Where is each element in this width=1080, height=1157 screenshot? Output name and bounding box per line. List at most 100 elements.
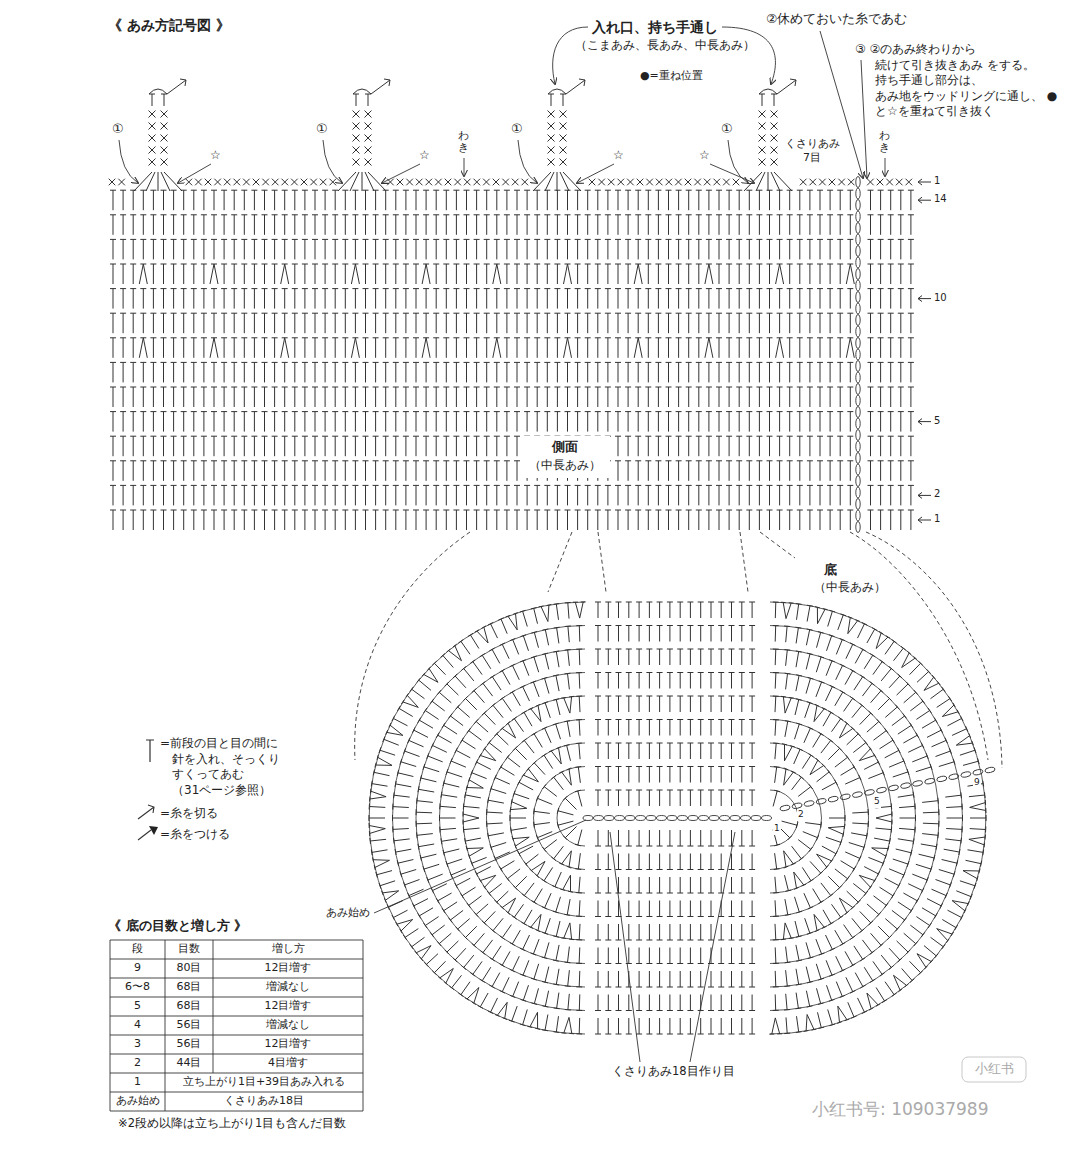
chain-stitch <box>856 303 860 314</box>
callout-number: ① <box>112 121 124 138</box>
table-cell: 4 <box>110 1016 165 1035</box>
table-grid <box>110 940 363 1111</box>
table-cell: 2 <box>110 1054 165 1073</box>
chain-stitch <box>594 816 604 821</box>
row-number: 10 <box>934 291 947 304</box>
round-guide <box>369 602 986 1034</box>
leader-line <box>710 164 754 183</box>
chain-stitch <box>856 349 860 360</box>
table-cell: 3 <box>110 1035 165 1054</box>
chain-stitch <box>856 407 860 418</box>
chain-stitch <box>816 798 827 805</box>
chart-title: 《 あみ方記号図 》 <box>108 16 230 34</box>
chain-stitch <box>828 796 839 803</box>
table-title: 《 底の目数と増し方 》 <box>108 918 247 935</box>
round-number: 5 <box>873 796 881 808</box>
table-cell: 12目増す <box>213 1035 363 1054</box>
part-name: 底 <box>805 562 855 579</box>
part-name: 側面 <box>525 439 605 456</box>
chain-stitch <box>948 773 959 780</box>
legend-text: =前段の目と目の間に 針を入れ、そっくり すくってあむ （31ページ参照） <box>160 736 300 798</box>
chain-stitch <box>856 292 860 303</box>
chain-stitch <box>856 211 860 222</box>
chain-stitch <box>856 499 860 510</box>
legend-symbol <box>138 830 151 840</box>
chain-stitch <box>720 816 730 821</box>
leader-line <box>382 164 420 183</box>
leader-line <box>885 158 886 176</box>
leader-line <box>722 27 775 84</box>
chain-stitch <box>888 785 899 792</box>
table-cell: 44目 <box>165 1054 213 1073</box>
symbol-note: ●=重ね位置 <box>640 69 703 83</box>
table-cell: 12目増す <box>213 959 363 978</box>
chain-stitch <box>741 816 751 821</box>
chain-stitch <box>856 510 860 521</box>
chain-stitch <box>852 791 863 798</box>
table-cell: 80目 <box>165 959 213 978</box>
leader-line <box>119 140 138 183</box>
leader-line <box>861 60 867 178</box>
table-cell: 段 <box>110 940 165 959</box>
chain-stitch <box>856 246 860 257</box>
chain-stitch <box>856 257 860 268</box>
chain-stitch <box>730 816 740 821</box>
chain-stitch <box>973 769 984 776</box>
leader-line <box>374 820 586 913</box>
chain-stitch <box>936 776 947 783</box>
slip-stitch-seam <box>856 177 860 533</box>
chain-stitch <box>876 787 887 794</box>
chain-stitch <box>667 816 677 821</box>
seam-label: わき <box>879 130 890 154</box>
chain-stitch <box>615 816 625 821</box>
round-number: 2 <box>797 809 805 821</box>
legend-symbol <box>138 805 154 819</box>
legend-text: =糸を切る <box>160 806 218 822</box>
chain-stitch <box>856 384 860 395</box>
chain-stitch <box>762 816 772 821</box>
chain-stitch <box>985 767 996 774</box>
callout-number: ① <box>316 121 328 138</box>
table-cell: 目数 <box>165 940 213 959</box>
chain-stitch <box>646 816 656 821</box>
row-number: 14 <box>934 192 947 205</box>
chain-stitch <box>856 487 860 498</box>
table-cell: 5 <box>110 997 165 1016</box>
row-number: 1 <box>934 174 940 187</box>
chain-stitch <box>856 464 860 475</box>
chain-stitch <box>856 326 860 337</box>
table-cell: 4目増す <box>213 1054 363 1073</box>
leader-line <box>553 27 588 84</box>
slip-stitch-chain <box>780 767 996 812</box>
table-cell: 68目 <box>165 978 213 997</box>
chain-stitch <box>900 782 911 789</box>
table-cell: 56目 <box>165 1016 213 1035</box>
chain-count-note: くさりあみ18目作り目 <box>612 1064 735 1079</box>
legend-symbol <box>146 740 154 762</box>
chain-stitch <box>780 805 791 812</box>
chain-stitch <box>856 395 860 406</box>
leader-line <box>610 832 735 1062</box>
chain-stitch <box>856 441 860 452</box>
annotation-note: ②休めておいた糸であむ <box>766 11 907 27</box>
label-ground <box>802 561 898 599</box>
chain-stitch <box>604 816 614 821</box>
table-cell: くさりあみ18目 <box>165 1092 363 1111</box>
chain-stitch <box>856 522 860 533</box>
leader-line <box>178 164 211 183</box>
chain-stitch <box>856 453 860 464</box>
annotation-heading: 入れ口、持ち手通し <box>575 18 735 36</box>
round-number: 9 <box>973 777 981 789</box>
chain-stitch <box>961 771 972 778</box>
chain-stitch <box>856 476 860 487</box>
table-cell: 増し方 <box>213 940 363 959</box>
chain-stitch <box>840 793 851 800</box>
callout-mark: ☆ <box>419 148 430 164</box>
chain-stitch <box>912 780 923 787</box>
table-cell: 56目 <box>165 1035 213 1054</box>
watermark: 小红书号: 109037989 <box>812 1098 988 1120</box>
chain-stitch <box>856 315 860 326</box>
callout-number: ① <box>511 121 523 138</box>
chain-stitch <box>709 816 719 821</box>
